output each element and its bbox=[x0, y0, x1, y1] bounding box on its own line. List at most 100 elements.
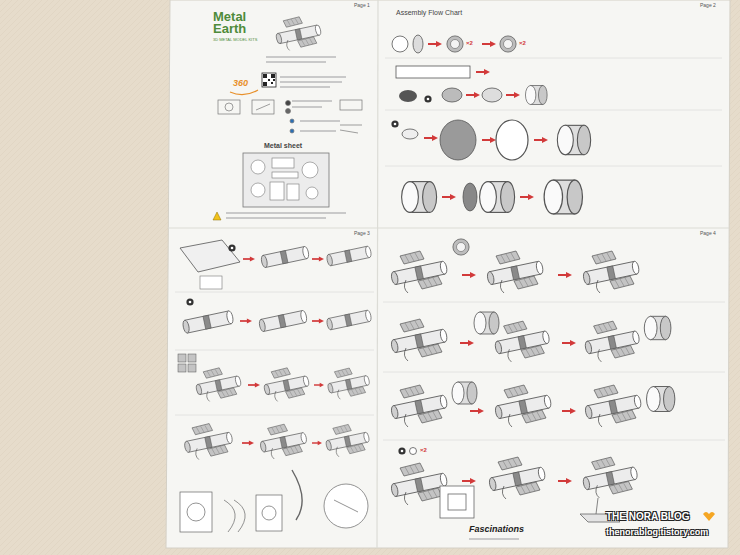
step-arrow bbox=[240, 318, 252, 323]
telescope-tube bbox=[182, 310, 234, 333]
detail-inset bbox=[200, 276, 222, 289]
step-arrow bbox=[312, 318, 324, 323]
part-ring bbox=[453, 239, 469, 255]
telescope-model bbox=[196, 368, 242, 402]
step-arrow bbox=[558, 272, 572, 278]
part-sheet bbox=[180, 240, 240, 272]
step-arrow bbox=[462, 478, 476, 484]
telescope-model bbox=[582, 457, 638, 498]
steps-page-3 bbox=[175, 240, 374, 532]
qr-code bbox=[262, 73, 276, 87]
telescope-tube bbox=[326, 310, 372, 331]
brand-logo: Metal Earth bbox=[213, 11, 265, 35]
step-arrow bbox=[482, 137, 496, 143]
telescope-model bbox=[584, 385, 641, 427]
telescope-model bbox=[260, 424, 308, 459]
telescope-model bbox=[494, 321, 550, 362]
display-stand bbox=[440, 486, 620, 522]
step-arrow bbox=[462, 272, 476, 278]
flow-chart-page bbox=[385, 35, 722, 214]
part-strip bbox=[396, 66, 470, 78]
badge-arc bbox=[230, 90, 258, 95]
part-cylinder bbox=[474, 312, 499, 334]
telescope-model bbox=[390, 385, 447, 427]
telescope-model bbox=[390, 319, 447, 361]
paper-sheet bbox=[166, 0, 730, 548]
step-arrow bbox=[562, 408, 576, 414]
step-arrow bbox=[562, 340, 576, 346]
step-arrow bbox=[312, 256, 324, 261]
telescope-tube bbox=[326, 246, 372, 267]
page-number: Page 2 bbox=[700, 3, 716, 9]
fine-print bbox=[226, 56, 346, 219]
steps-page-4 bbox=[383, 239, 725, 540]
step-arrow bbox=[428, 41, 442, 47]
part-disc bbox=[402, 129, 418, 139]
metal-sheet-picture bbox=[243, 153, 329, 207]
part-disc bbox=[413, 35, 423, 53]
part-disc bbox=[399, 90, 417, 102]
telescope-model bbox=[264, 368, 310, 402]
step-marker bbox=[391, 120, 398, 127]
quantity-mark: ×2 bbox=[519, 40, 526, 47]
step-arrow bbox=[534, 137, 548, 143]
telescope-model bbox=[488, 457, 545, 499]
badge-number: 360 bbox=[233, 78, 248, 88]
watermark: thenorablog.tistory.com bbox=[606, 527, 708, 537]
part-ring bbox=[496, 120, 528, 160]
telescope-model bbox=[390, 463, 447, 505]
step-arrow bbox=[470, 408, 484, 414]
telescope-model bbox=[584, 321, 640, 362]
step-marker bbox=[424, 95, 431, 102]
step-marker bbox=[228, 244, 235, 251]
cover-page bbox=[213, 17, 362, 220]
part-cylinder bbox=[452, 382, 477, 404]
maker-logo: Fascinations bbox=[469, 524, 524, 534]
detail-insets bbox=[180, 470, 368, 532]
telescope-model bbox=[494, 385, 551, 427]
telescope-model bbox=[325, 424, 369, 456]
step-arrow bbox=[248, 382, 260, 387]
warning-sign bbox=[213, 212, 221, 220]
telescope-model bbox=[486, 251, 543, 293]
watermark: THE NORA BLOG bbox=[606, 511, 690, 523]
step-arrow bbox=[424, 135, 438, 141]
part-ring bbox=[500, 36, 516, 52]
part-disc bbox=[482, 88, 502, 102]
telescope-model bbox=[184, 424, 233, 460]
part-disc bbox=[392, 36, 408, 52]
part-cylinder bbox=[647, 387, 675, 412]
step-arrow bbox=[460, 340, 474, 346]
step-arrow bbox=[314, 383, 324, 387]
solar-panels bbox=[178, 354, 196, 372]
page-number: Page 4 bbox=[700, 231, 716, 237]
step-arrow bbox=[476, 69, 490, 75]
part-cylinder bbox=[544, 180, 582, 214]
telescope-model bbox=[327, 368, 370, 399]
section-heading: Metal sheet bbox=[264, 142, 302, 150]
step-arrow bbox=[243, 256, 255, 261]
step-arrow bbox=[312, 441, 322, 445]
step-arrow bbox=[482, 41, 496, 47]
telescope-model bbox=[390, 251, 447, 293]
part-disc bbox=[440, 120, 476, 160]
blog-icon bbox=[703, 512, 715, 521]
quantity-mark: ×2 bbox=[466, 40, 473, 47]
part-cylinder bbox=[402, 182, 437, 213]
part-ring bbox=[410, 448, 417, 455]
telescope-tube bbox=[258, 310, 307, 332]
step-marker bbox=[398, 447, 405, 454]
part-cylinder bbox=[557, 125, 590, 154]
telescope-tube bbox=[260, 246, 309, 268]
section-heading: Assembly Flow Chart bbox=[396, 9, 462, 17]
page-number: Page 3 bbox=[354, 231, 370, 237]
part-disc bbox=[463, 183, 477, 211]
page-number: Page 1 bbox=[354, 3, 370, 9]
quantity-mark: ×2 bbox=[420, 447, 427, 454]
brand-tagline: 3D METAL MODEL KITS bbox=[213, 38, 257, 43]
step-marker bbox=[186, 298, 193, 305]
step-arrow bbox=[242, 440, 254, 445]
